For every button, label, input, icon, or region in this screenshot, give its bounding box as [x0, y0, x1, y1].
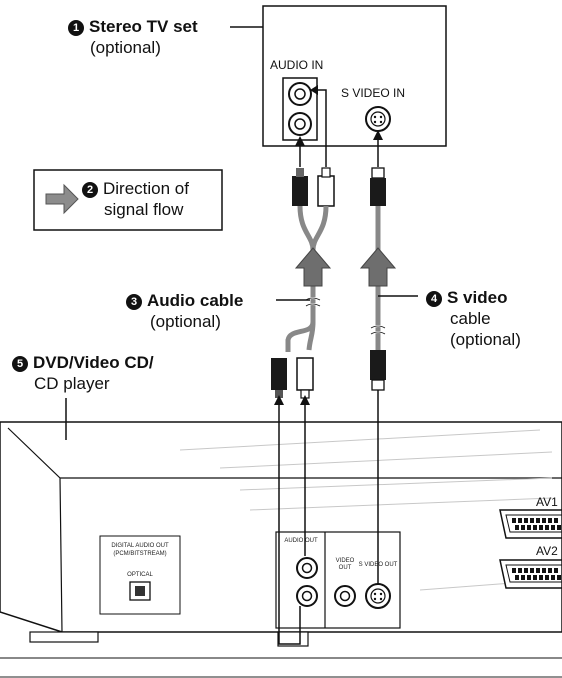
svideo-cable-tv-plug — [370, 167, 386, 206]
digital-audio-out-label: DIGITAL AUDIO OUT — [111, 543, 169, 549]
audio-flow-arrow — [294, 247, 332, 287]
player-label-line2: CD player — [34, 374, 110, 393]
number-badge: 5 — [12, 356, 28, 372]
player-label: 5 DVD/Video CD/ CD player — [12, 352, 154, 394]
video-out-label-line1: VIDEO — [335, 558, 355, 564]
av2-label: AV2 — [536, 544, 558, 558]
tv-label-title: Stereo TV set — [89, 17, 198, 36]
tv-label: 1 Stereo TV set (optional) — [68, 16, 198, 58]
audio-cable-label-optional: (optional) — [150, 312, 221, 331]
number-badge: 4 — [426, 291, 442, 307]
digital-audio-panel — [99, 535, 181, 615]
flow-label-line2: signal flow — [104, 200, 184, 219]
svideo-cable-label-line2: cable — [450, 309, 491, 328]
audio-in-label: AUDIO IN — [270, 58, 324, 72]
digital-audio-format-label: (PCM/BITSTREAM) — [113, 551, 167, 557]
flow-legend-label: 2 Direction of signal flow — [82, 178, 189, 220]
av1-label: AV1 — [536, 495, 558, 509]
svideo-cable-label-line1: S video — [447, 288, 508, 307]
optical-label: OPTICAL — [127, 572, 153, 578]
analog-output-panel — [275, 531, 401, 629]
number-badge: 3 — [126, 294, 142, 310]
svideo-cable-label-optional: (optional) — [450, 330, 521, 349]
audio-cable-player-plugs — [271, 357, 314, 399]
audio-out-label: AUDIO OUT — [284, 538, 318, 544]
player-label-line1: DVD/Video CD/ — [33, 353, 154, 372]
svideo-cable-player-plug — [370, 350, 386, 391]
svideo-in-label: S VIDEO IN — [341, 86, 406, 100]
number-badge: 1 — [68, 20, 84, 36]
svideo-flow-arrow — [359, 247, 397, 287]
svideo-out-label: S VIDEO OUT — [358, 562, 398, 568]
number-badge: 2 — [82, 182, 98, 198]
audio-signal-line — [278, 398, 301, 645]
flow-label-line1: Direction of — [103, 179, 189, 198]
svideo-cable-label: 4 S video cable (optional) — [426, 287, 521, 350]
flow-arrow-icon — [45, 183, 79, 215]
tv-label-optional: (optional) — [90, 38, 161, 57]
video-out-label-line2: OUT — [338, 565, 352, 571]
scart-av2 — [499, 559, 562, 589]
player-foot-left — [29, 631, 99, 643]
audio-cable-tv-plugs — [292, 167, 335, 207]
audio-cable-label-title: Audio cable — [147, 291, 244, 310]
audio-cable-label: 3 Audio cable (optional) — [126, 290, 243, 332]
scart-av1 — [499, 509, 562, 539]
